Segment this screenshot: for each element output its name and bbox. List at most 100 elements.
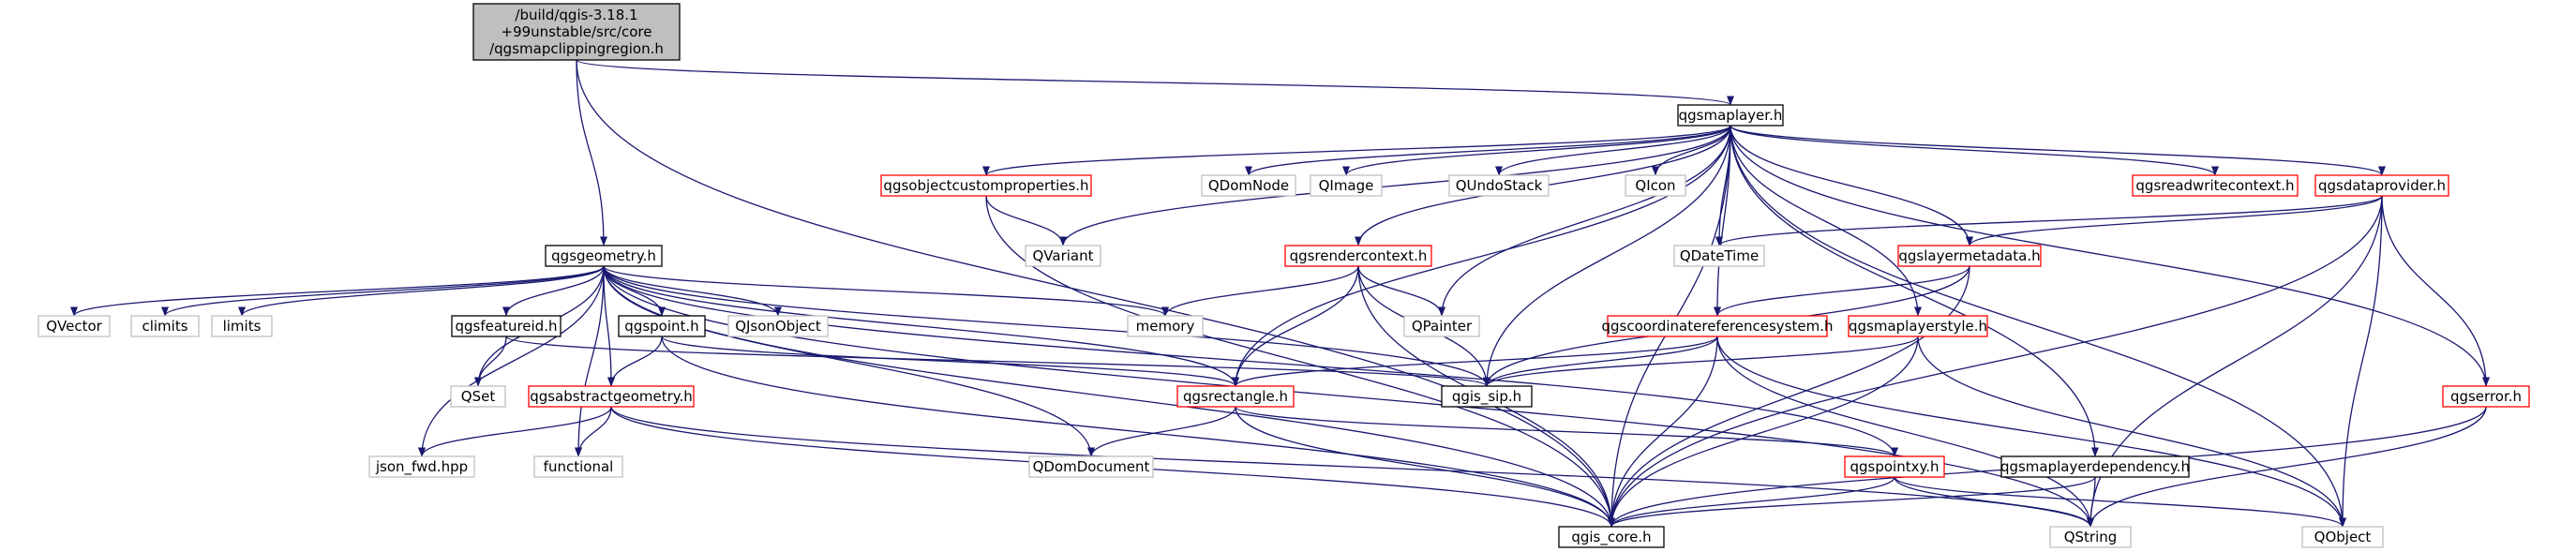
node-box <box>2301 526 2384 548</box>
edge-qgsmaplayerstyle-to-qgis_core <box>1608 336 1919 528</box>
node-qgspointxy[interactable]: qgspointxy.h <box>1844 455 1945 478</box>
node-QJsonObject: QJsonObject <box>727 315 829 337</box>
node-QIcon: QIcon <box>1625 174 1686 197</box>
edge-qgsmaplayer-to-qgsobjectcustomproperties <box>982 125 1731 176</box>
file-nodes: /build/qgis-3.18.1+99unstable/src/core/q… <box>37 3 2530 548</box>
edge-qgsmaplayer-to-qgsreadwritecontext <box>1730 125 2219 176</box>
node-box <box>1677 104 1784 127</box>
edge-qgspoint-to-qgsabstractgeometry <box>607 336 663 387</box>
edge-qgsmaplayer-to-qgis_sip <box>1483 125 1731 387</box>
edge-qgscoordinatereferencesystem-to-qgis_sip <box>1483 336 1718 387</box>
edge-qgsmaplayer-to-qgsdataprovider <box>1730 125 2386 176</box>
node-label: qgsrendercontext.h <box>1290 247 1428 264</box>
node-qgspoint[interactable]: qgspoint.h <box>618 315 706 337</box>
edge-qgsgeometry-to-qgspointxy <box>603 265 1898 457</box>
edge-qgsmaplayerdependency-to-QString <box>2087 476 2096 528</box>
node-label: QDomNode <box>1208 177 1289 194</box>
edge-qgsobjectcustomproperties-to-qgis_core <box>985 195 1615 528</box>
edge-qgsmaplayer-to-QImage <box>1342 125 1731 176</box>
node-box <box>130 315 200 337</box>
node-label: /build/qgis-3.18.1 <box>515 7 637 23</box>
node-box <box>1897 245 2042 267</box>
edge-qgsgeometry-to-qgsrectangle <box>603 265 1239 387</box>
node-label: QUndoStack <box>1456 177 1543 194</box>
node-qgsrendercontext[interactable]: qgsrendercontext.h <box>1284 245 1432 267</box>
edge-qgsgeometry-to-functional <box>575 265 605 457</box>
edge-qgsrendercontext-to-QPainter <box>1357 265 1445 317</box>
node-label: QDateTime <box>1680 247 1759 264</box>
edge-qgsgeometry-to-qgsabstractgeometry <box>603 265 615 387</box>
node-qgsmaplayerstyle[interactable]: qgsmaplayerstyle.h <box>1848 315 1988 337</box>
node-qgserror[interactable]: qgserror.h <box>2442 385 2530 408</box>
node-QObject: QObject <box>2301 526 2384 548</box>
node-box <box>37 315 111 337</box>
node-box <box>451 315 562 337</box>
node-QUndoStack: QUndoStack <box>1448 174 1550 197</box>
edge-qgsdataprovider-to-qgis_core <box>1608 195 2383 528</box>
node-box <box>1441 385 1533 408</box>
node-label: QVariant <box>1032 247 1093 264</box>
node-box <box>2314 174 2449 197</box>
edge-qgsmaplayerdependency-to-qgis_core <box>1608 476 2096 528</box>
node-box <box>1403 315 1480 337</box>
edge-qgspointxy-to-QString <box>1894 476 2094 528</box>
node-json_fwd: json_fwd.hpp <box>368 455 475 478</box>
node-label: QImage <box>1319 177 1374 194</box>
node-label: qgspointxy.h <box>1850 458 1939 475</box>
node-label: qgscoordinatereferencesystem.h <box>1602 318 1834 335</box>
node-qgsobjectcustomproperties[interactable]: qgsobjectcustomproperties.h <box>880 174 1092 197</box>
edge-qgsrectangle-to-QDomDocument <box>1087 406 1236 457</box>
edge-qgsgeometry-to-QJsonObject <box>603 265 782 317</box>
edge-qgserror-to-QString <box>2087 406 2487 528</box>
node-box <box>618 315 706 337</box>
node-label: QPainter <box>1412 318 1473 335</box>
edge-qgsdataprovider-to-qgslayermetadata <box>1966 195 2383 246</box>
node-qgsmaplayer[interactable]: qgsmaplayer.h <box>1677 104 1784 127</box>
node-label: /qgsmapclippingregion.h <box>489 40 664 57</box>
node-qgsfeatureid[interactable]: qgsfeatureid.h <box>451 315 562 337</box>
node-qgis_core[interactable]: qgis_core.h <box>1558 526 1665 548</box>
node-label: climits <box>142 318 187 335</box>
node-QSet: QSet <box>450 385 506 408</box>
edge-qgsgeometry-to-qgspoint <box>603 265 666 317</box>
node-qgscoordinatereferencesystem[interactable]: qgscoordinatereferencesystem.h <box>1602 315 1834 337</box>
node-qgslayermetadata[interactable]: qgslayermetadata.h <box>1897 245 2042 267</box>
node-box <box>1448 174 1550 197</box>
node-QVariant: QVariant <box>1025 245 1101 267</box>
edge-qgscoordinatereferencesystem-to-QObject <box>1716 336 2346 528</box>
node-label: qgsdataprovider.h <box>2318 177 2446 194</box>
node-box <box>2049 526 2132 548</box>
node-qgsdataprovider[interactable]: qgsdataprovider.h <box>2314 174 2449 197</box>
node-QString: QString <box>2049 526 2132 548</box>
node-box <box>880 174 1092 197</box>
node-label: qgsmaplayerdependency.h <box>2000 458 2190 475</box>
node-qgsabstractgeometry[interactable]: qgsabstractgeometry.h <box>528 385 695 408</box>
node-box <box>1558 526 1665 548</box>
node-box <box>2442 385 2530 408</box>
edge-qgsmaplayer-to-QUndoStack <box>1495 125 1731 176</box>
edge-qgspoint-to-qgsrectangle <box>661 336 1239 387</box>
node-functional: functional <box>533 455 623 478</box>
node-label: QString <box>2064 529 2118 545</box>
edge-qgsmaplayer-to-QVariant <box>1059 125 1731 246</box>
node-label: qgsgeometry.h <box>551 247 656 264</box>
node-qgsmaplayerdependency[interactable]: qgsmaplayerdependency.h <box>2000 455 2190 478</box>
node-root[interactable]: /build/qgis-3.18.1+99unstable/src/core/q… <box>472 3 681 61</box>
node-limits: limits <box>211 315 273 337</box>
node-box <box>2000 455 2190 478</box>
node-qgsreadwritecontext[interactable]: qgsreadwritecontext.h <box>2132 174 2299 197</box>
node-box <box>1127 315 1204 337</box>
node-qgsrectangle[interactable]: qgsrectangle.h <box>1176 385 1295 408</box>
node-label: qgslayermetadata.h <box>1898 247 2040 264</box>
edge-qgsfeatureid-to-qgis_sip <box>505 336 1490 387</box>
node-qgis_sip[interactable]: qgis_sip.h <box>1441 385 1533 408</box>
node-label: QObject <box>2314 529 2372 545</box>
node-qgsgeometry[interactable]: qgsgeometry.h <box>545 245 663 267</box>
edge-qgsdataprovider-to-qgserror <box>2381 195 2490 387</box>
node-label: QDomDocument <box>1033 458 1150 475</box>
edge-qgspointxy-to-QObject <box>1894 476 2346 528</box>
node-box <box>1848 315 1988 337</box>
node-box <box>1310 174 1383 197</box>
edge-qgsabstractgeometry-to-json_fwd <box>418 406 612 457</box>
edge-qgsmaplayer-to-qgsrectangle <box>1232 125 1731 387</box>
